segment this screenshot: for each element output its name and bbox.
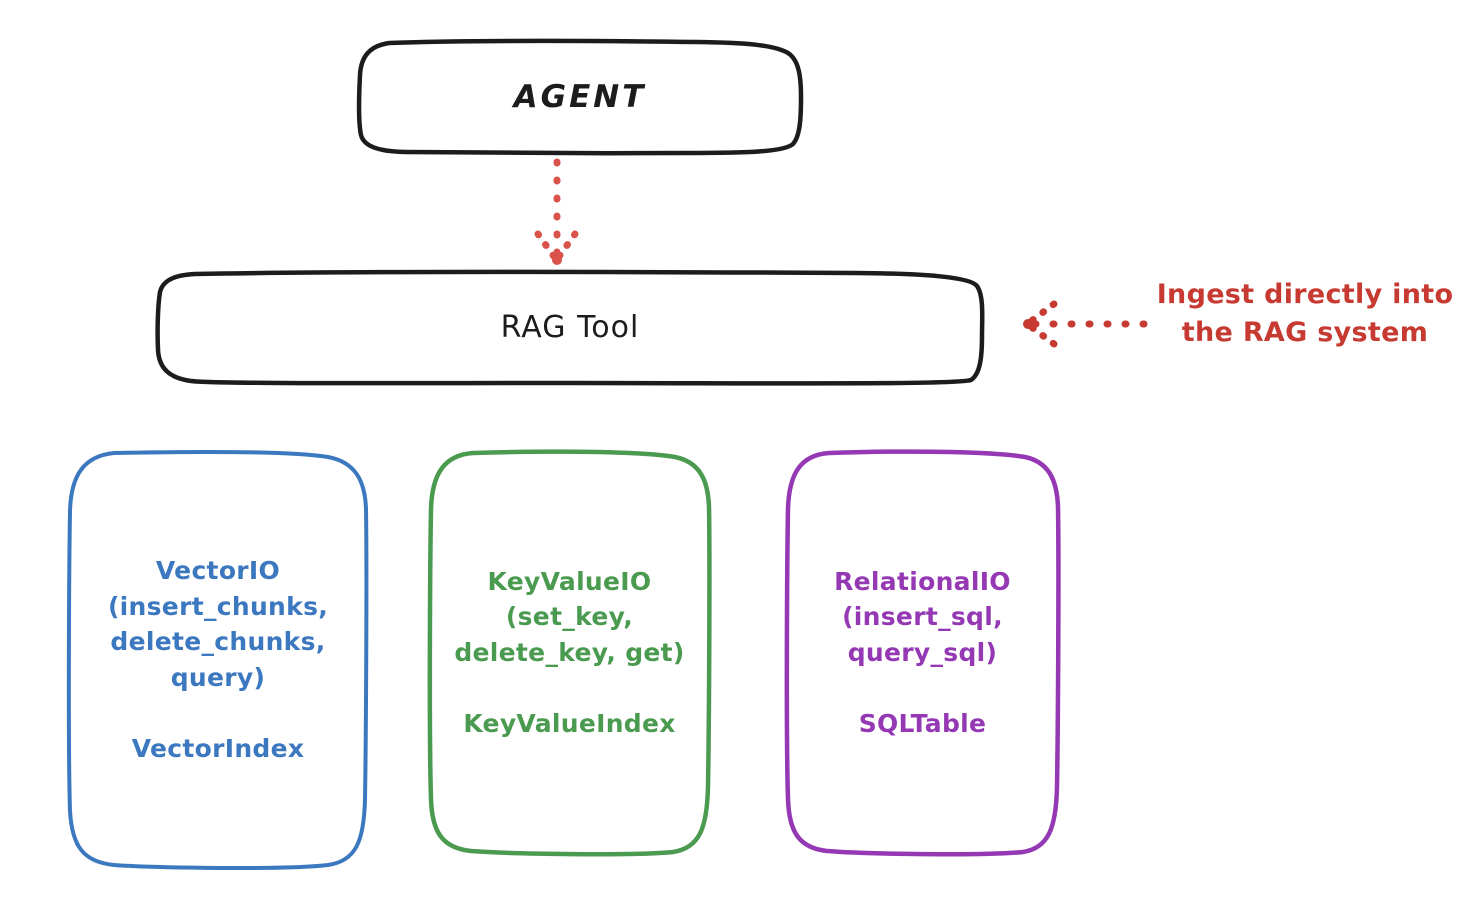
node-key-value-io-label: KeyValueIO (set_key, delete_key, get) Ke… — [454, 566, 685, 738]
annotation-ingest-note: Ingest directly into the RAG system — [1156, 279, 1454, 349]
connector-note-to-rag-tool-tip — [1023, 319, 1033, 329]
connector-agent-to-rag-tool — [534, 158, 579, 265]
connector-agent-to-rag-tool-head-left — [534, 230, 559, 262]
connector-note-to-rag-tool-head-bottom — [1026, 322, 1058, 348]
node-vector-io-label: VectorIO (insert_chunks, delete_chunks, … — [107, 556, 329, 763]
node-relational-io-label: RelationalIO (insert_sql, query_sql) SQL… — [834, 566, 1011, 738]
node-vector-io[interactable]: VectorIO (insert_chunks, delete_chunks, … — [66, 449, 370, 871]
node-rag-tool-label: RAG Tool — [500, 309, 640, 345]
node-agent[interactable]: AGENT — [356, 38, 804, 156]
connector-agent-to-rag-tool-head-right — [554, 230, 579, 262]
node-key-value-io[interactable]: KeyValueIO (set_key, delete_key, get) Ke… — [427, 449, 712, 857]
connector-note-to-rag-tool — [1023, 300, 1148, 348]
node-agent-label: AGENT — [513, 78, 647, 115]
node-relational-io[interactable]: RelationalIO (insert_sql, query_sql) SQL… — [784, 449, 1061, 857]
node-rag-tool[interactable]: RAG Tool — [155, 269, 985, 386]
connector-agent-to-rag-tool-tip — [552, 255, 562, 265]
connector-note-to-rag-tool-head-top — [1026, 300, 1058, 326]
